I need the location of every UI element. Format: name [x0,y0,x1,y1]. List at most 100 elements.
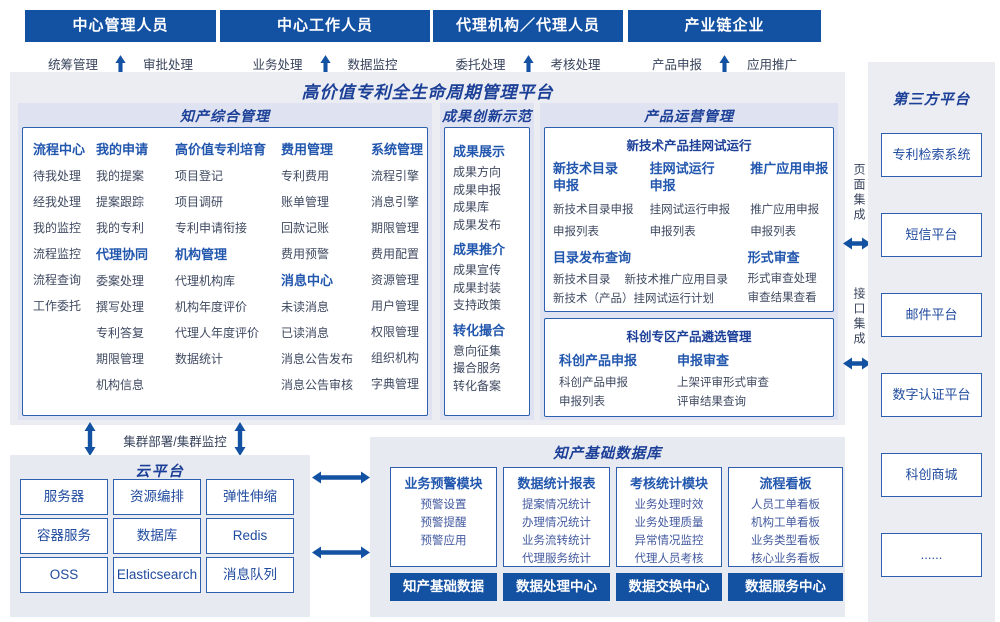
cloud-service-box: 数据库 [113,518,201,554]
formal-review-group: 形式审查 形式审查处理审查结果查看 [748,247,833,308]
role-function-label: 考核处理 [550,57,601,72]
menu-column: 科创产品申报 科创产品申报申报列表 [559,349,677,412]
menu-item: 办理情况统计 [522,517,591,529]
group-header: 高价值专利培育 [175,142,267,157]
db-centers: 知产基础数据 数据处理中心 数据交换中心 数据服务中心 [390,573,843,601]
menu-item: 审查结果查看 [747,292,817,304]
cloud-service-box: Elasticsearch [113,557,201,593]
ip-database-title: 知产基础数据库 [553,446,662,462]
third-party-system: ...... [881,533,982,577]
third-party-system: 专利检索系统 [881,133,982,177]
menu-item: 机构工单看板 [751,517,820,529]
box-title: 科创专区产品遴选管理 [626,330,752,344]
role-header: 产业链企业 [628,10,821,42]
role-function-label: 统筹管理 [47,57,98,72]
menu-item: 期限管理 [96,352,145,366]
role-header: 代理机构／代理人员 [433,10,623,42]
group-header: 业务预警模块 [404,476,483,491]
menu-item: 形式审查处理 [747,273,817,285]
data-center-badge: 数据服务中心 [728,573,843,601]
group-header: 流程看板 [759,476,812,491]
group-header: 机构管理 [175,247,228,262]
menu-item: 未读消息 [281,300,330,314]
cloud-service-box: 服务器 [20,479,108,515]
menu-item: 待我处理 [33,169,82,183]
db-module: 业务预警模块 预警设置预警提醒预警应用 [390,467,497,567]
menu-item: 上架评审形式审查 [677,377,769,389]
data-center-badge: 数据交换中心 [616,573,722,601]
menu-item: 预警提醒 [420,517,467,529]
role-function-label: 委托处理 [455,57,506,72]
group-header: 目录发布查询 [553,250,632,265]
menu-item: 申报列表 [559,396,605,408]
section-title: 成果创新示范 [442,108,532,124]
menu-item: 新技术推广应用目录 [624,274,729,286]
menu-item: 委案处理 [96,274,145,288]
menu-item: 支持政策 [453,298,502,312]
group-header: 成果展示 [453,144,506,159]
group-header: 形式审查 [747,250,800,265]
menu-item: 回款记账 [281,221,330,235]
catalog-query-group: 目录发布查询 新技术目录 新技术推广应用目录 新技术（产品）挂网试运行计划 [553,247,748,308]
menu-item: 专利答复 [96,326,145,340]
menu-item: 新技术（产品）挂网试运行计划 [553,293,714,305]
db-modules: 业务预警模块 预警设置预警提醒预警应用 数据统计报表 提案情况统计办理情况统计业… [390,467,843,567]
menu-item: 新技术目录 [553,274,611,286]
menu-item: 用户管理 [371,299,420,313]
menu-item: 成果库 [453,200,490,214]
role-function-label: 产品申报 [651,57,702,72]
menu-item: 流程引擎 [371,169,420,183]
menu-item: 流程监控 [33,247,82,261]
group-header: 申报审查 [677,353,730,368]
third-party-system: 短信平台 [881,213,982,257]
horizontal-double-arrow-icon [312,546,370,559]
menu-item: 提案跟踪 [96,195,145,209]
menu-item: 权限管理 [371,325,420,339]
menu-item: 代理人年度评价 [175,326,260,340]
db-module: 流程看板 人员工单看板机构工单看板业务类型看板核心业务看板 [728,467,843,567]
role-function-label: 业务处理 [252,57,303,72]
menu-item: 挂网试运行申报 [649,204,731,216]
menu-item: 期限管理 [371,221,420,235]
cloud-service-box: 资源编排 [113,479,201,515]
menu-item: 数据统计 [175,352,224,366]
group-header: 代理协同 [96,247,149,262]
section-product-operation: 产品运营管理 新技术产品挂网试运行 新技术目录申报 新技术目录申报申报列表 挂网… [540,103,838,420]
third-party-title: 第三方平台 [892,92,971,108]
cloud-service-box: 消息队列 [206,557,294,593]
menu-item: 专利申请衔接 [175,221,248,235]
menu-item: 申报列表 [750,226,797,238]
role-function-label: 审批处理 [143,57,194,72]
menu-item: 字典管理 [371,377,420,391]
third-party-panel: 第三方平台 专利检索系统短信平台邮件平台数字认证平台科创商城...... [868,62,995,622]
menu-item: 组织机构 [371,351,420,365]
horizontal-double-arrow-icon [312,471,370,484]
new-tech-trial-box: 新技术产品挂网试运行 新技术目录申报 新技术目录申报申报列表 挂网试运行申报 挂… [544,127,834,312]
menu-item: 项目登记 [175,169,224,183]
menu-item: 账单管理 [281,195,330,209]
menu-column: 推广应用申报 推广应用申报申报列表 [750,160,833,243]
menu-item: 代理机构库 [175,274,236,288]
role-function-label: 应用推广 [747,57,798,72]
menu-item: 经我处理 [33,195,82,209]
role-header: 中心管理人员 [25,10,216,42]
cloud-service-box: OSS [20,557,108,593]
menu-item: 代理服务统计 [522,553,591,565]
menu-item: 提案情况统计 [522,499,591,511]
role-center-staff: 中心工作人员 业务处理 数据监控 [220,10,430,83]
menu-item: 转化备案 [453,378,502,393]
sci-tech-selection-box: 科创专区产品遴选管理 科创产品申报 科创产品申报申报列表 申报审查 上架评审形式… [544,318,834,417]
menu-item: 意向征集 [453,343,502,358]
horizontal-double-arrow-icon [843,237,871,250]
trial-columns: 新技术目录申报 新技术目录申报申报列表 挂网试运行申报 挂网试运行申报申报列表 … [545,154,833,243]
data-center-badge: 数据处理中心 [503,573,610,601]
menu-column: 流程中心 待我处理经我处理我的监控流程监控流程查询工作委托 [33,136,96,415]
menu-item: 我的提案 [96,169,145,183]
menu-item: 消息引擎 [371,195,420,209]
menu-item: 业务处理质量 [634,517,704,529]
ip-management-box: 流程中心 待我处理经我处理我的监控流程监控流程查询工作委托 我的申请 我的提案提… [22,127,428,416]
role-industry-chain: 产业链企业 产品申报 应用推广 [628,10,821,83]
menu-column: 费用管理 专利费用账单管理回款记账费用预警 消息中心 未读消息已读消息消息公告发… [281,136,371,415]
